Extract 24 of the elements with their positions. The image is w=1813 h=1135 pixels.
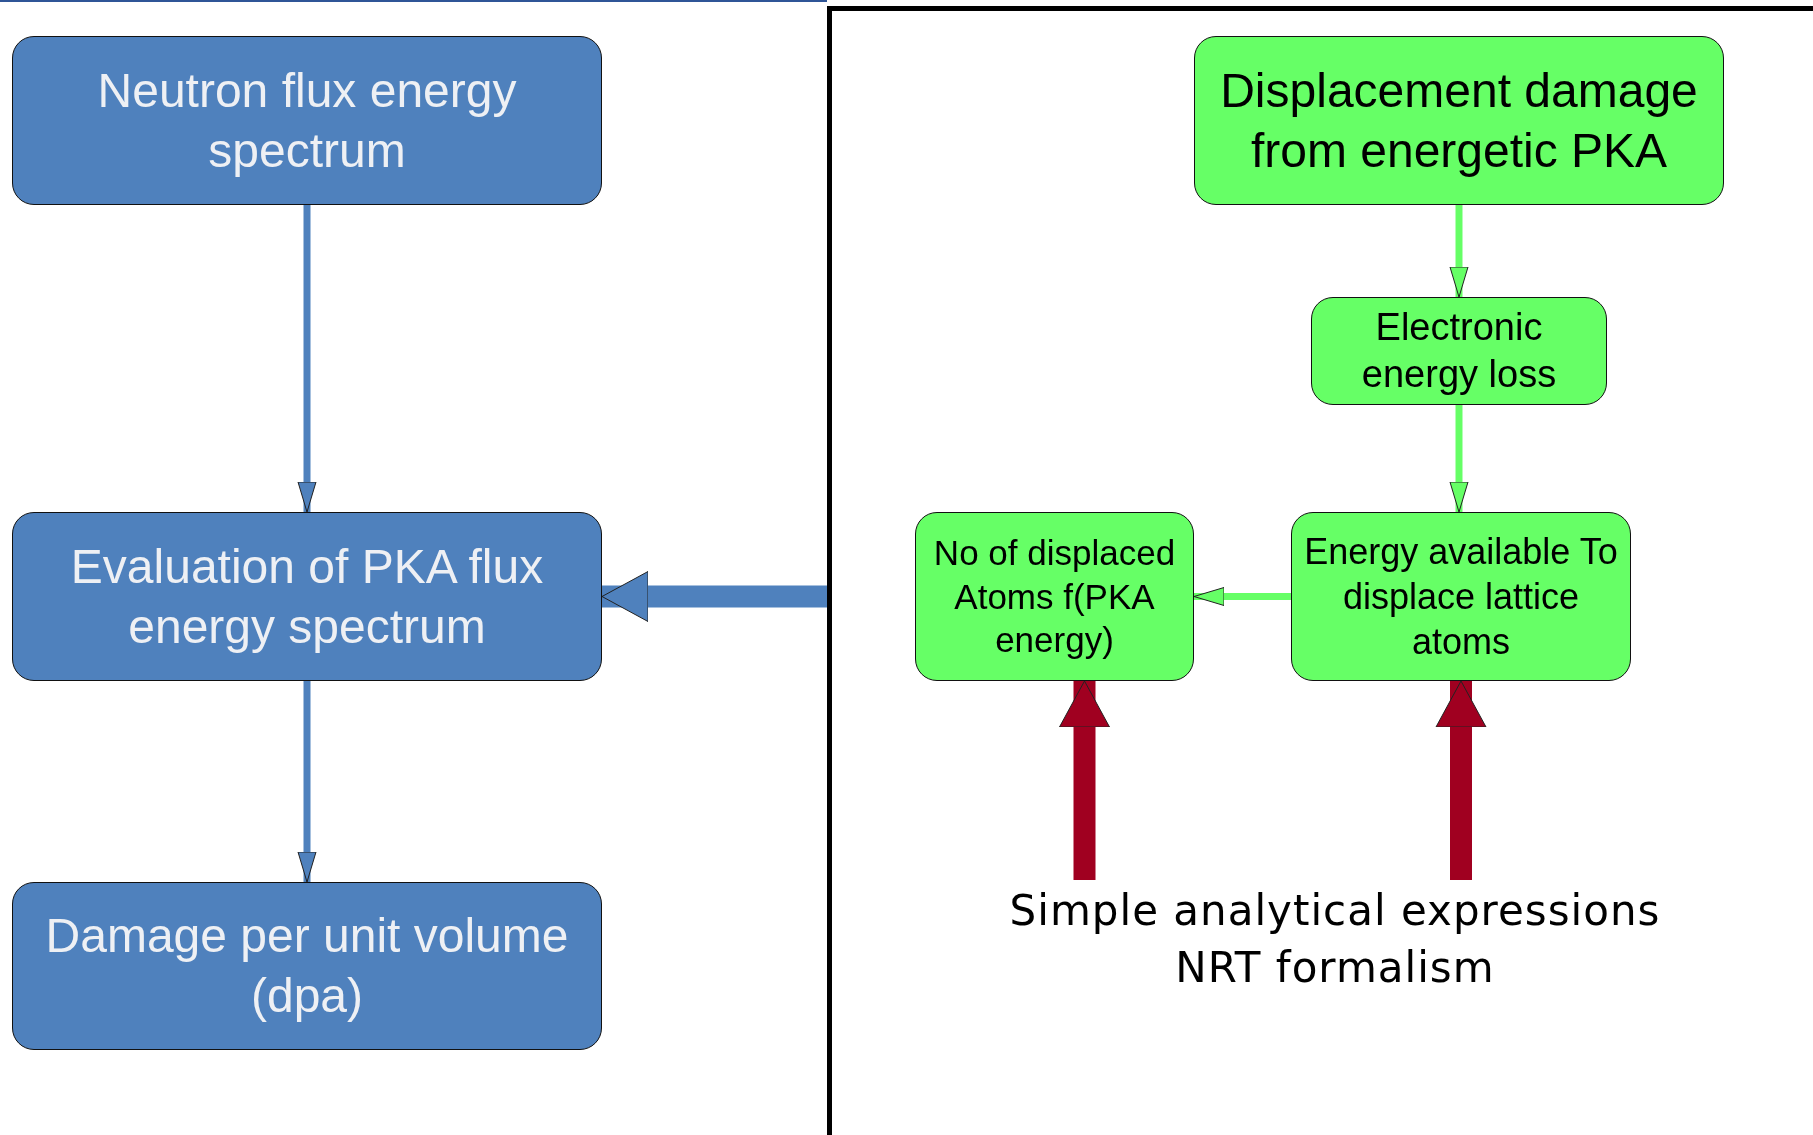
- process-box: [12, 882, 602, 1050]
- arrow: [1435, 680, 1487, 880]
- process-box: [1194, 36, 1724, 205]
- box-text: Electronic energy loss: [1360, 304, 1558, 397]
- box-text: Simple analytical expressions NRT formalism: [1008, 885, 1662, 994]
- process-box: [12, 36, 602, 205]
- arrow: [1449, 405, 1469, 513]
- panel-frame: [827, 6, 1813, 1135]
- box-text: Damage per unit volume (dpa): [44, 908, 570, 1024]
- process-box: [12, 512, 602, 681]
- box-text: Evaluation of PKA flux energy spectrum: [69, 538, 545, 655]
- box-text: No of displaced Atoms f(PKA energy): [932, 531, 1177, 662]
- process-box: [915, 512, 1194, 681]
- process-box: [1291, 512, 1631, 681]
- arrow: [297, 681, 317, 883]
- arrow: [1059, 680, 1110, 880]
- box-text: Neutron flux energy spectrum: [97, 62, 517, 179]
- arrow: [1449, 205, 1469, 298]
- arrow: [1193, 587, 1291, 606]
- box-text: Energy available To displace lattice atoms: [1303, 530, 1619, 664]
- box-text: Displacement damage from energetic PKA: [1219, 62, 1699, 179]
- arrow: [601, 571, 827, 622]
- process-box: [1311, 297, 1607, 405]
- arrow: [297, 205, 317, 513]
